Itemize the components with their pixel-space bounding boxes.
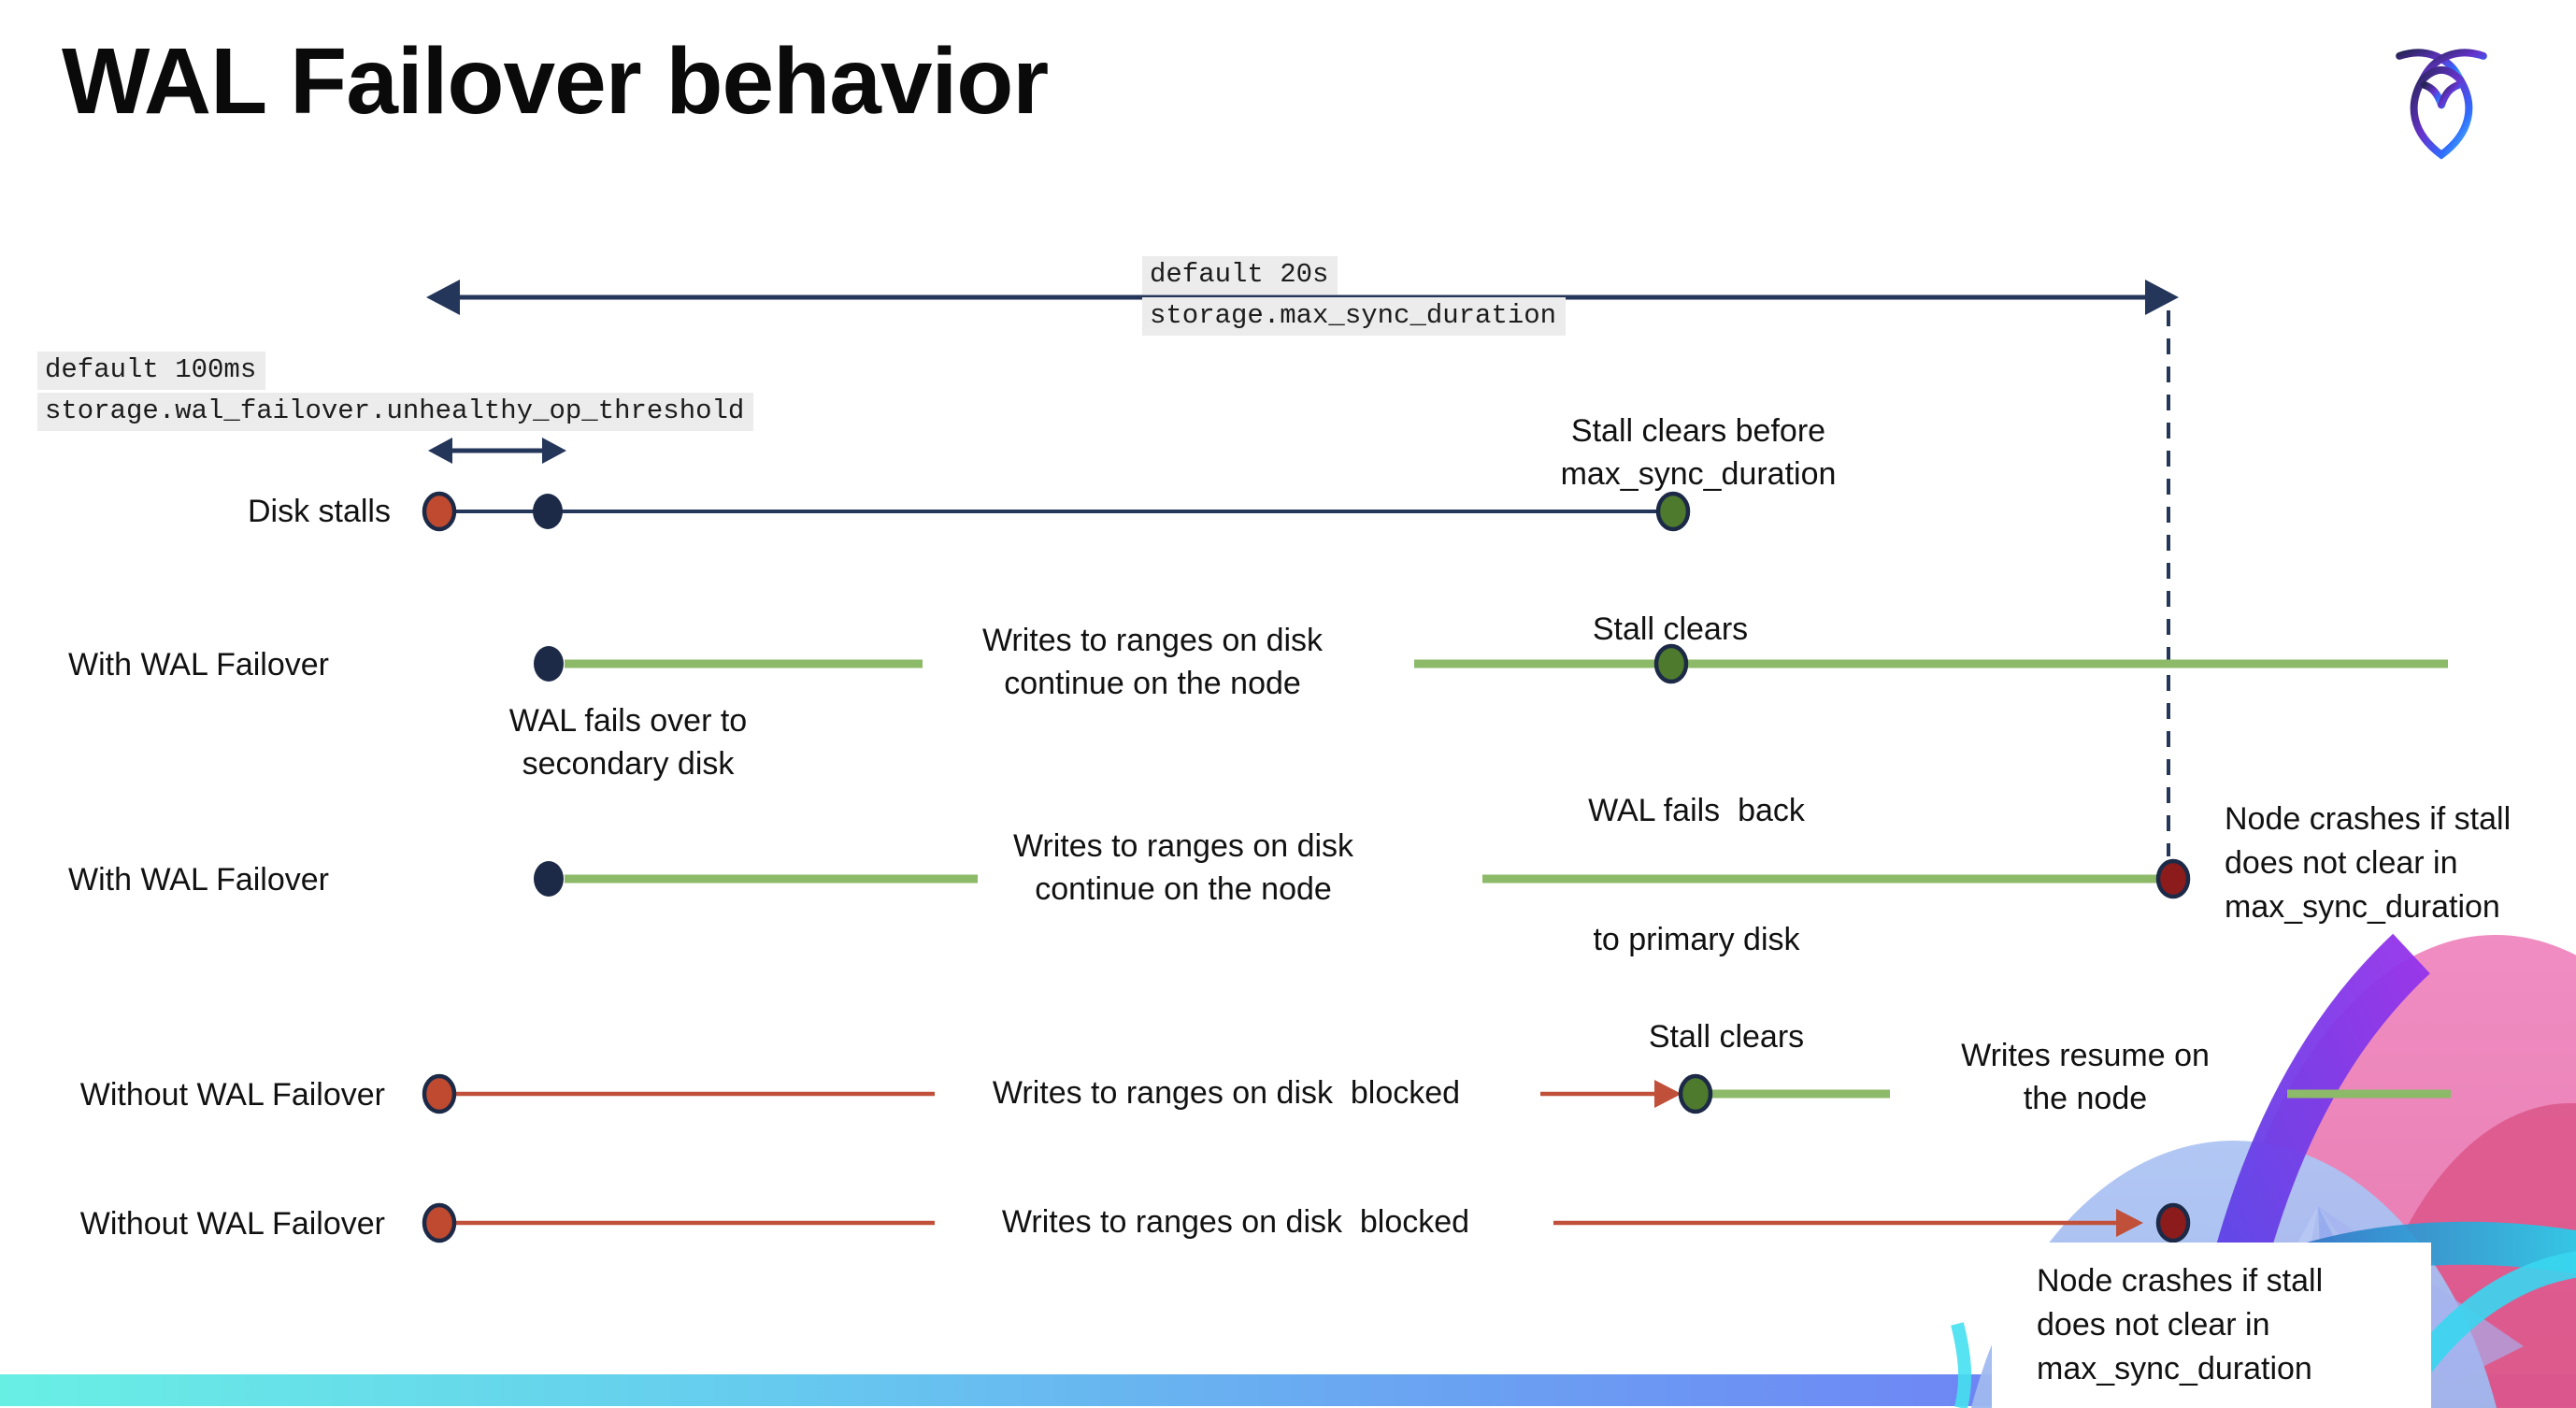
note-writes-continue-row3: Writes to ranges on disk continue on the…	[1012, 828, 1354, 907]
timeline-row-without-failover-1	[422, 1073, 2451, 1114]
setting-name: storage.max_sync_duration	[1142, 297, 1567, 336]
arrowhead-left	[426, 280, 460, 315]
note-writes-resume: Writes resume on the node	[1961, 1038, 2210, 1116]
setting-default-value: default 100ms	[37, 352, 266, 390]
setting-default-value: default 20s	[1142, 256, 1338, 295]
node-crash-dot	[2155, 1202, 2191, 1243]
stall-start-dot	[422, 491, 457, 532]
note-writes-blocked-row5: Writes to ranges on disk blocked	[1001, 1204, 1470, 1240]
stall-start-dot	[422, 1202, 457, 1243]
row-label-with-wal-failover-2: With WAL Failover	[68, 862, 329, 898]
stall-clear-dot	[1653, 643, 1689, 684]
timeline-row-with-failover-1	[534, 643, 2448, 684]
arrowhead-right	[2116, 1209, 2143, 1237]
setting-name: storage.wal_failover.unhealthy_op_thresh…	[37, 393, 754, 431]
note-writes-continue-row2: Writes to ranges on disk continue on the…	[981, 623, 1324, 701]
note-stall-clears-row2: Stall clears	[1592, 611, 1749, 647]
arrowhead-right	[2145, 280, 2179, 315]
page-title: WAL Failover behavior	[62, 29, 1049, 134]
note-wal-fails-over: WAL fails over to secondary disk	[508, 703, 748, 782]
note-stall-clears-before: Stall clears before max_sync_duration	[1560, 413, 1837, 492]
note-writes-blocked-row4: Writes to ranges on disk blocked	[992, 1075, 1461, 1111]
stall-clear-dot	[1678, 1073, 1713, 1114]
threshold-dot	[533, 494, 563, 529]
node-crash-dot	[2155, 858, 2191, 899]
row-label-without-wal-failover-2: Without WAL Failover	[79, 1206, 385, 1242]
note-stall-clears-row4: Stall clears	[1648, 1019, 1805, 1055]
failover-dot	[534, 646, 564, 682]
note-node-crashes-row3: Node crashes if stall does not clear in …	[2225, 801, 2512, 925]
annotation-unhealthy-op-threshold: default 100ms storage.wal_failover.unhea…	[37, 352, 754, 431]
row-label-with-wal-failover-1: With WAL Failover	[68, 647, 329, 682]
timeline-row-disk-stalls	[422, 491, 1691, 532]
row-label-without-wal-failover-1: Without WAL Failover	[79, 1077, 385, 1113]
timeline-row-with-failover-2	[534, 858, 2191, 899]
cockroachdb-logo-icon	[2396, 49, 2487, 160]
row-label-disk-stalls: Disk stalls	[247, 494, 391, 529]
arrowhead-right	[1654, 1080, 1682, 1108]
stall-clear-dot	[1655, 491, 1691, 532]
node-crashes-callout-box: Node crashes if stall does not clear in …	[1992, 1243, 2431, 1408]
timeline-row-without-failover-2	[422, 1202, 2191, 1243]
note-wal-fails-back: WAL fails back to primary disk	[1588, 793, 1805, 957]
note-node-crashes-row5: Node crashes if stall does not clear in …	[2037, 1263, 2324, 1386]
stall-start-dot	[422, 1073, 457, 1114]
annotation-max-sync-duration: default 20s storage.max_sync_duration	[1142, 256, 1567, 336]
unhealthy-op-threshold-arrow	[428, 438, 566, 464]
failover-dot	[534, 861, 564, 897]
